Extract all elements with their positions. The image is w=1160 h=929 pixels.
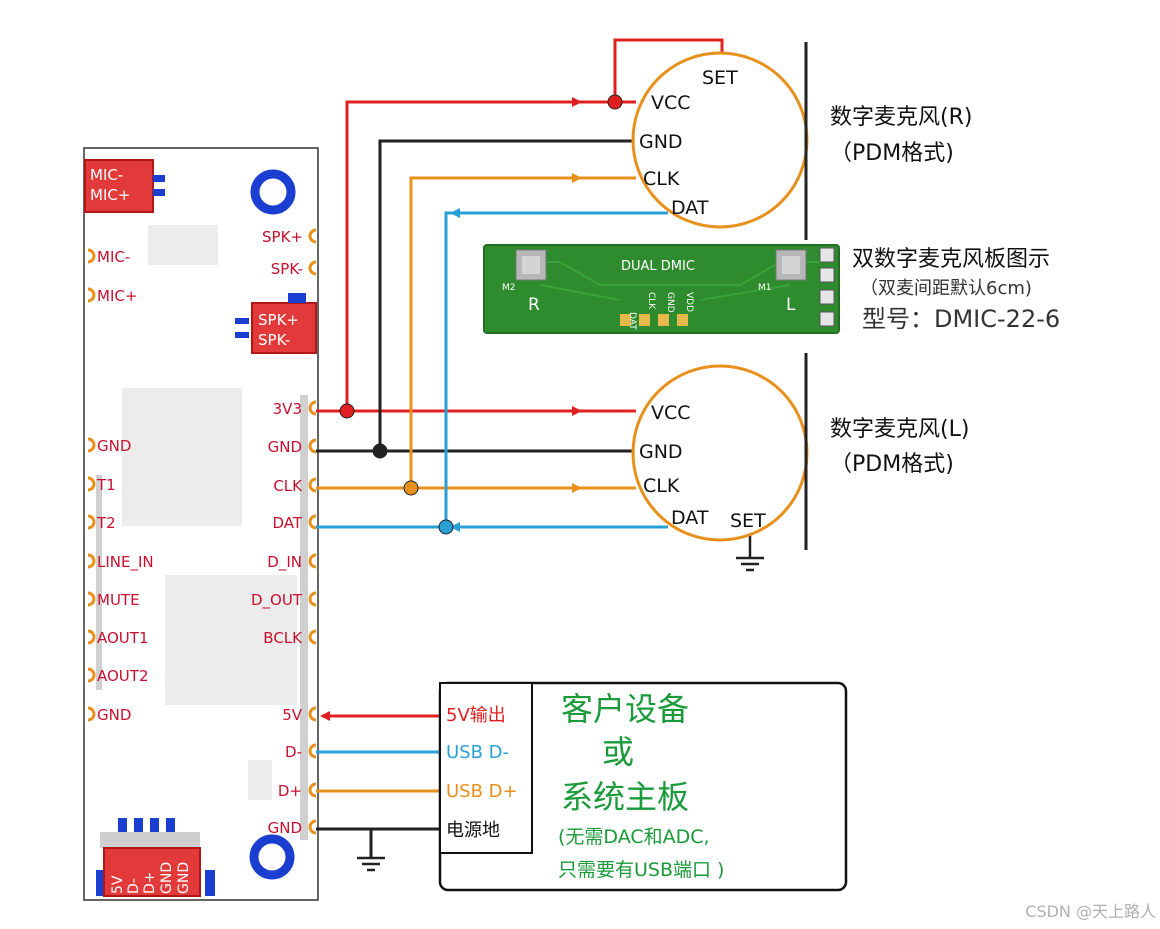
spk-pad-minus: SPK-	[258, 331, 290, 349]
right-pin-d-plus: D+	[278, 782, 302, 800]
wire-gnd-to-mic-r	[378, 139, 636, 451]
mic-l-label: 数字麦克风(L)	[830, 417, 969, 442]
mic-r-format: （PDM格式)	[830, 141, 954, 166]
customer-title-1: 客户设备	[561, 690, 689, 728]
pcb-pad-vdd: VDD	[684, 292, 694, 312]
right-pin-3v3: 3V3	[273, 400, 302, 418]
left-pin-t1: T1	[96, 476, 116, 494]
left-pin-gnd: GND	[97, 437, 131, 455]
watermark: CSDN @天上路人	[1025, 902, 1156, 921]
top-pad-mic-plus: MIC+	[90, 186, 130, 204]
pcb-caption-spacing: （双麦间距默认6cm)	[860, 278, 1032, 299]
right-pin-d-minus: D-	[285, 743, 302, 761]
right-pin-clk: CLK	[273, 477, 303, 495]
left-pin-aout1: AOUT1	[97, 629, 149, 647]
top-pad-mic-minus: MIC-	[90, 166, 123, 184]
usb-pin-d-minus: D-	[126, 878, 142, 894]
left-pin-t2: T2	[96, 514, 116, 532]
mic-r-pin-dat: DAT	[671, 197, 709, 219]
pcb-l-label: L	[786, 295, 796, 315]
customer-title-3: 系统主板	[561, 778, 689, 816]
right-pad-spk-plus: SPK+	[262, 228, 303, 246]
right-pin-5v: 5V	[282, 706, 303, 724]
pcb-caption-title: 双数字麦克风板图示	[852, 247, 1050, 272]
pcb-title: DUAL DMIC	[621, 259, 695, 274]
spk-pad-plus: SPK+	[258, 311, 299, 329]
mounting-hole-top	[250, 169, 296, 215]
mic-l-pin-set: SET	[730, 510, 766, 532]
dual-dmic-pcb: DUAL DMIC M2 M1 R L DAT CLK GND VDD 双数字麦…	[483, 244, 1060, 334]
left-pin-aout2: AOUT2	[97, 667, 149, 685]
pcb-pad-clk: CLK	[646, 292, 656, 310]
customer-label-5v: 5V输出	[446, 705, 506, 726]
mic-r-pin-set: SET	[702, 67, 738, 89]
customer-note-2: 只需要有USB端口 )	[558, 859, 724, 881]
usb-pin-gnd: GND	[159, 862, 175, 894]
mic-l-pin-vcc: VCC	[651, 402, 691, 424]
wire-dat-from-mic-r	[444, 211, 668, 527]
right-pin-d-in: D_IN	[267, 553, 302, 572]
right-pin-dat: DAT	[272, 514, 302, 532]
customer-note-1: (无需DAC和ADC,	[558, 826, 710, 848]
usb-connector: 5V D- D+ GND GND	[96, 818, 215, 897]
right-pin-d-out: D_OUT	[251, 591, 303, 610]
customer-label-usb-d-minus: USB D-	[446, 742, 509, 763]
left-pin-mic-plus: MIC+	[97, 287, 137, 305]
right-pin-gnd: GND	[268, 438, 302, 456]
mic-r-pin-vcc: VCC	[651, 92, 691, 114]
mic-l-format: （PDM格式)	[830, 452, 954, 477]
ground-symbol-customer	[357, 856, 385, 872]
left-pin-mute: MUTE	[97, 591, 140, 609]
junction-dots	[339, 94, 623, 535]
usb-pin-5v: 5V	[110, 875, 126, 894]
pcb-m1-label: M1	[758, 283, 772, 293]
audio-module-board: MIC- MIC+ SPK+ SPK- MIC- MIC+ GND T1 T2 …	[83, 147, 319, 901]
pcb-caption-model: 型号：DMIC-22-6	[862, 305, 1060, 333]
mic-l-pin-gnd: GND	[639, 441, 683, 463]
customer-title-2: 或	[602, 733, 634, 771]
wire-3v3-to-mic-r	[345, 100, 636, 411]
customer-label-ground: 电源地	[446, 820, 500, 841]
customer-label-usb-d-plus: USB D+	[446, 781, 518, 802]
left-pin-mic-minus: MIC-	[97, 248, 130, 266]
right-pad-spk-minus: SPK-	[271, 260, 303, 278]
left-pin-gnd-2: GND	[97, 706, 131, 724]
usb-pin-d-plus: D+	[142, 871, 158, 894]
wire-mic-r-set-to-vcc	[613, 38, 724, 102]
mic-r-pin-gnd: GND	[639, 131, 683, 153]
pcb-r-label: R	[528, 295, 540, 315]
mounting-hole-bottom	[249, 834, 295, 880]
usb-pin-gnd-2: GND	[176, 862, 192, 894]
mic-r-pin-clk: CLK	[643, 168, 680, 190]
pcb-m2-label: M2	[502, 283, 516, 293]
customer-device-box: 5V输出 USB D- USB D+ 电源地 客户设备 或 系统主板 (无需DA…	[438, 681, 848, 892]
wires	[316, 38, 724, 858]
ground-symbol-mic-l	[736, 533, 764, 572]
pcb-pad-dat: DAT	[627, 312, 637, 330]
digital-mic-left: VCC GND CLK DAT SET 数字麦克风(L) （PDM格式)	[631, 353, 969, 550]
right-pin-bclk: BCLK	[263, 629, 303, 647]
mic-l-pin-dat: DAT	[671, 507, 709, 529]
mic-l-pin-clk: CLK	[643, 475, 680, 497]
left-pin-line-in: LINE_IN	[97, 553, 154, 572]
right-pin-gnd-2: GND	[268, 819, 302, 837]
mic-r-label: 数字麦克风(R)	[830, 105, 972, 130]
digital-mic-right: SET VCC GND CLK DAT 数字麦克风(R) （PDM格式)	[631, 42, 972, 240]
pcb-pad-gnd: GND	[665, 292, 675, 313]
